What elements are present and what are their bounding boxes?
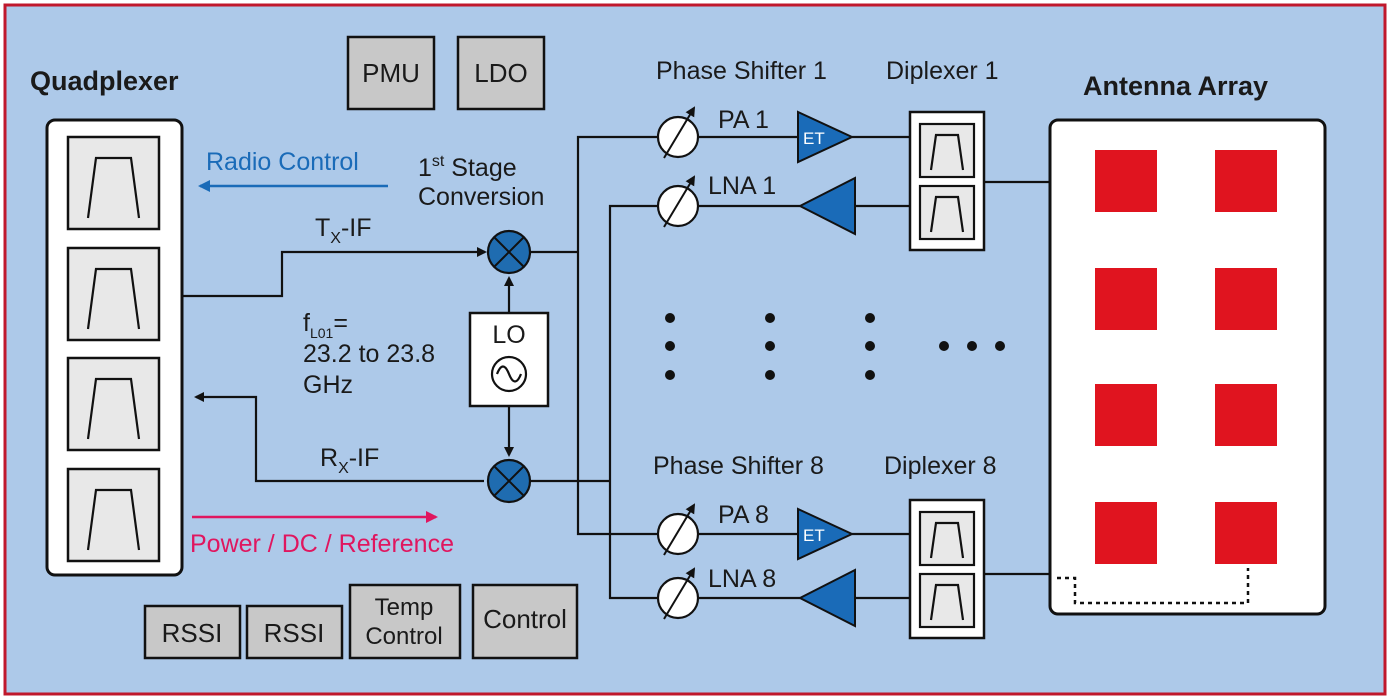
- rx-if-wire: [194, 392, 484, 483]
- tx-distribution-wire: [530, 135, 660, 536]
- pmu-label: PMU: [362, 58, 420, 88]
- rx-distribution-wire: [530, 204, 660, 600]
- pa-1-label: PA 1: [718, 106, 769, 134]
- ldo-label: LDO: [474, 58, 527, 88]
- channel-ellipsis: [665, 313, 1005, 380]
- power-dc-reference-label: Power / DC / Reference: [190, 530, 454, 558]
- pmu-block: [346, 35, 436, 111]
- control-block: [471, 583, 579, 660]
- radio-control-label: Radio Control: [206, 148, 359, 176]
- flo-label-line2: 23.2 to 23.8: [303, 340, 435, 368]
- tx-if-wire: [182, 247, 487, 298]
- control-label: Control: [483, 604, 567, 634]
- antenna-array-block: [1048, 118, 1327, 616]
- quadplexer-filter-2: [66, 246, 161, 342]
- phase-shifter-1-label: Phase Shifter 1: [656, 57, 827, 85]
- oscillator-icon: [490, 355, 528, 393]
- quadplexer-filter-4: [66, 467, 161, 563]
- phase-shifter-1-lna-icon: [656, 175, 700, 228]
- tx-mixer-icon: [486, 229, 532, 275]
- diplexer-8-block: [908, 498, 986, 640]
- stage-conversion-line1: 1st Stage: [418, 153, 517, 182]
- pa-8-amplifier: [797, 507, 855, 561]
- rssi-label-1: RSSI: [162, 618, 223, 648]
- diplexer-1-label: Diplexer 1: [886, 57, 999, 85]
- lna-1-label: LNA 1: [708, 172, 776, 200]
- phase-shifter-8-label: Phase Shifter 8: [653, 452, 824, 480]
- phase-shifter-8-lna-icon: [656, 567, 700, 620]
- antenna-array-title: Antenna Array: [1083, 71, 1268, 101]
- temp-control-block: [348, 583, 462, 660]
- diplexer-1-block: [908, 110, 986, 252]
- quadplexer-filter-3: [66, 356, 161, 452]
- rx-mixer-icon: [486, 458, 532, 504]
- rx-if-label: RX-IF: [320, 444, 379, 477]
- quadplexer-block: [45, 118, 184, 577]
- temp-control-label-1: Temp: [375, 594, 434, 621]
- pa-8-et-label: ET: [803, 526, 825, 545]
- rssi-block-2: [245, 604, 344, 660]
- diplexer-8-label: Diplexer 8: [884, 452, 997, 480]
- quadplexer-title: Quadplexer: [30, 66, 179, 96]
- rssi-block-1: [143, 604, 242, 660]
- antenna-feed-dotted: [1057, 568, 1250, 605]
- pa-1-amplifier: [797, 110, 855, 164]
- flo-label-line3: GHz: [303, 371, 353, 399]
- quadplexer-filter-1: [66, 135, 161, 231]
- temp-control-label-2: Control: [365, 623, 442, 650]
- pa-1-et-label: ET: [803, 129, 825, 148]
- ldo-block: [456, 35, 546, 111]
- lna-8-label: LNA 8: [708, 565, 776, 593]
- rssi-label-2: RSSI: [264, 618, 325, 648]
- pa-8-label: PA 8: [718, 501, 769, 529]
- antenna-elements: [1095, 150, 1277, 564]
- phase-shifter-1-pa-icon: [656, 106, 700, 159]
- lo-label: LO: [492, 321, 525, 349]
- tx-if-label: TX-IF: [315, 214, 372, 247]
- stage-conversion-line2: Conversion: [418, 183, 544, 211]
- flo-label-line1: fL01=: [303, 309, 348, 341]
